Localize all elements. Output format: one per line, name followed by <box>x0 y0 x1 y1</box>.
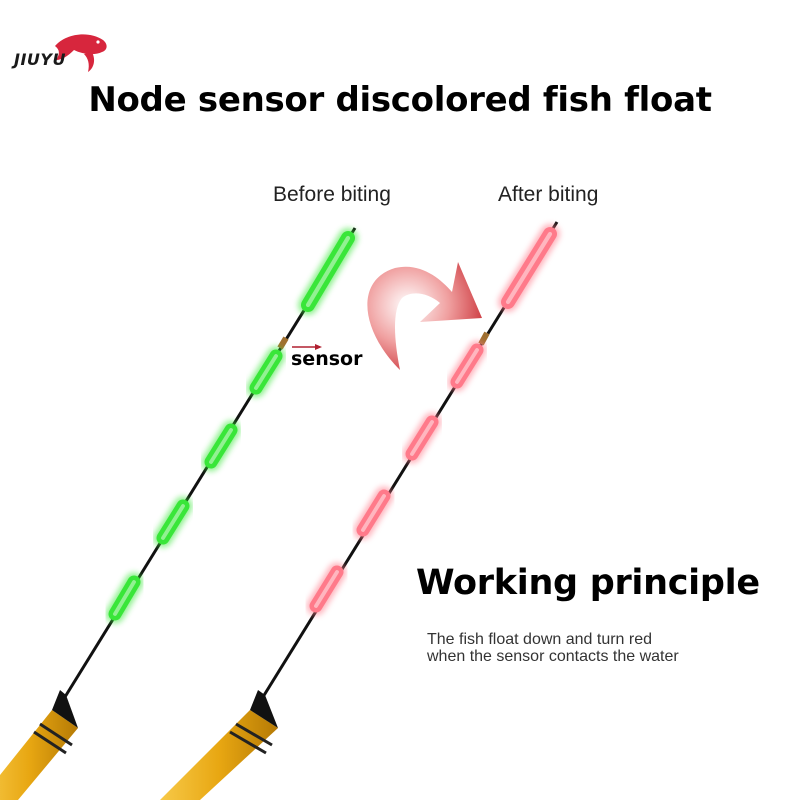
brand-logo: JIUYU <box>14 34 114 76</box>
red-segment-highlight <box>314 570 339 608</box>
glow-segments-before <box>105 228 358 624</box>
red-segment <box>309 565 344 613</box>
green-segment <box>156 499 190 545</box>
green-segment-highlight <box>209 428 233 464</box>
label-after-biting: After biting <box>498 183 599 206</box>
principle-title: Working principle <box>416 563 760 603</box>
principle-description: The fish float down and turn red when th… <box>427 631 679 665</box>
sensor-pointer-arrow-icon <box>292 344 322 350</box>
red-segment-highlight <box>361 494 386 532</box>
red-segment-highlight <box>505 231 553 305</box>
green-segment <box>249 349 283 395</box>
green-segment-highlight <box>161 504 185 540</box>
float-before-body <box>0 710 78 800</box>
principle-line: when the sensor contacts the water <box>427 648 679 665</box>
float-after-body <box>160 710 278 800</box>
brand-name: JIUYU <box>14 50 66 69</box>
principle-line: The fish float down and turn red <box>427 631 653 648</box>
float-after <box>160 221 560 800</box>
green-segment-highlight <box>305 235 351 308</box>
brand-fish-icon <box>55 34 107 72</box>
green-segment-highlight <box>113 580 136 616</box>
red-segment <box>405 415 439 461</box>
red-segment <box>450 343 484 389</box>
red-segment-highlight <box>455 348 479 384</box>
headline: Node sensor discolored fish float <box>88 80 712 120</box>
red-segment <box>501 227 557 309</box>
red-segment-highlight <box>410 420 434 456</box>
float-after-neck <box>250 690 278 728</box>
label-before-biting: Before biting <box>273 183 391 206</box>
green-segment <box>204 423 238 469</box>
sensor-joint-before <box>277 336 289 350</box>
transition-arrow-icon <box>367 262 482 370</box>
green-segment <box>301 231 355 312</box>
green-segment <box>108 575 141 621</box>
green-segment-highlight <box>254 354 278 390</box>
glow-segments-after <box>306 224 560 616</box>
red-segment <box>356 489 391 537</box>
sensor-label: sensor <box>291 348 363 370</box>
float-before <box>0 227 358 800</box>
float-before-neck <box>52 690 78 728</box>
